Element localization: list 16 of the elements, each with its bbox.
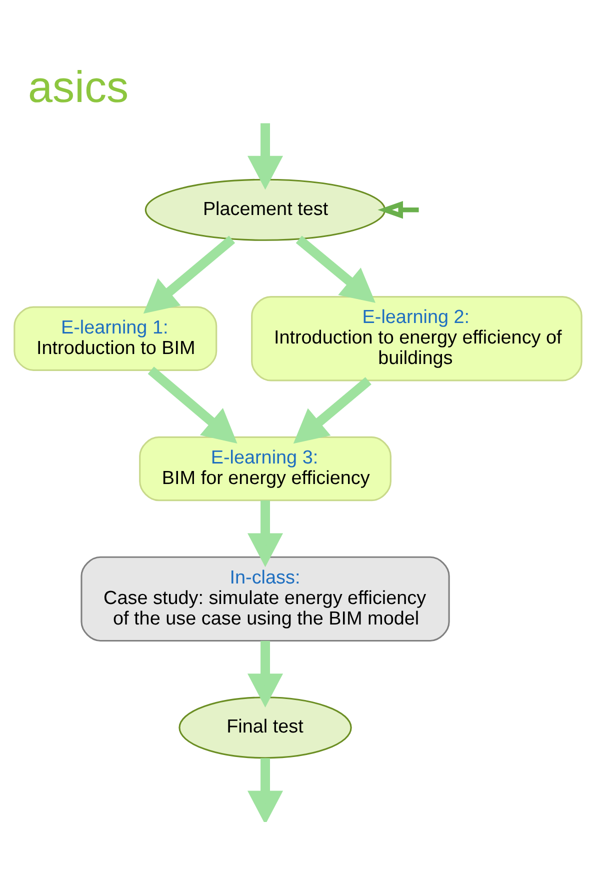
arrow <box>378 200 419 218</box>
arrow <box>248 758 284 822</box>
arrow <box>293 376 372 444</box>
node-box: E-learning 3: BIM for energy efficiency <box>139 436 392 501</box>
node-box: In-class: Case study: simulate energy efficiency of the use case using the BIM model <box>80 556 450 642</box>
arrow <box>143 235 236 314</box>
arrow <box>248 500 284 567</box>
arrow <box>248 640 284 707</box>
arrow <box>296 235 376 302</box>
arrow <box>248 122 284 190</box>
node-ellipse: Final test <box>178 696 352 758</box>
node-box: E-learning 1: Introduction to BIM <box>14 306 218 370</box>
node-ellipse: Placement test <box>144 178 386 240</box>
arrow <box>148 366 238 443</box>
node-box: E-learning 2: Introduction to energy efficiency of buildings <box>251 296 582 381</box>
diagram-title: asics <box>28 62 129 112</box>
